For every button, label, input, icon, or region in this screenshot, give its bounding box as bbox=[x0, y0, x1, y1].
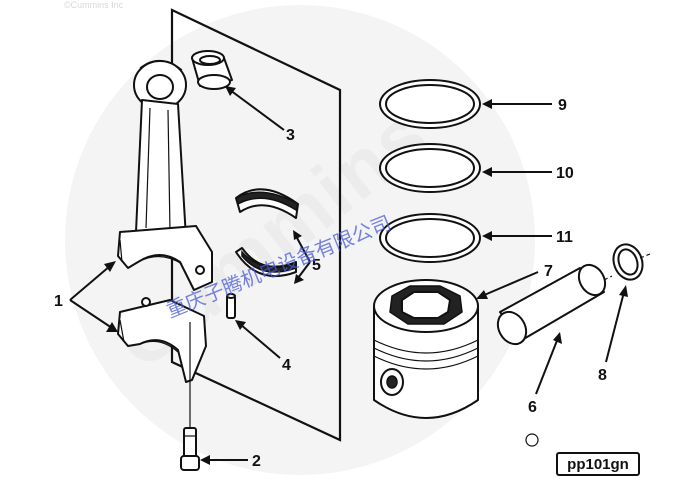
callout-labels: 1 2 3 4 5 6 7 8 9 10 11 bbox=[54, 97, 607, 470]
ring-10-inner bbox=[385, 148, 475, 188]
piston-pin bbox=[496, 263, 613, 346]
callout-10: 10 bbox=[556, 165, 574, 182]
arrowhead-8 bbox=[619, 285, 628, 297]
piston-ring-oil bbox=[379, 213, 481, 263]
rod-bolt-hole bbox=[195, 265, 205, 275]
arrowhead-9 bbox=[482, 99, 492, 109]
retaining-ring-inner bbox=[617, 248, 639, 276]
connecting-rod bbox=[117, 59, 213, 291]
arrowhead-11 bbox=[482, 231, 492, 241]
rod-bolt bbox=[180, 322, 200, 471]
piston-ring-groove-1 bbox=[373, 339, 479, 354]
piston-ring-groove-3 bbox=[373, 355, 479, 370]
callout-5: 5 bbox=[312, 257, 321, 274]
piston-ring-second bbox=[379, 143, 481, 193]
bushing-bottom bbox=[197, 74, 231, 90]
figure-id-badge: pp101gn bbox=[556, 452, 640, 476]
callout-arrows bbox=[69, 86, 628, 465]
copyright-watermark: ©Cummins Inc bbox=[64, 0, 124, 10]
piston-pin-far-end bbox=[577, 263, 607, 297]
piston bbox=[373, 279, 479, 419]
arrowhead-5-lower bbox=[294, 274, 304, 284]
upper-bearing-shell-face bbox=[235, 191, 299, 212]
callout-2: 2 bbox=[252, 453, 261, 470]
rod-beam-rib bbox=[145, 107, 151, 229]
callout-7: 7 bbox=[544, 263, 553, 280]
dowel-pin bbox=[226, 293, 236, 319]
arrowhead-10 bbox=[482, 167, 492, 177]
rod-cap bbox=[117, 297, 207, 383]
arrow-7 bbox=[481, 271, 539, 297]
arrow-1-lower bbox=[69, 299, 113, 329]
callout-1: 1 bbox=[54, 293, 63, 310]
piston-bowl-inner bbox=[401, 291, 451, 319]
piston-ring-top bbox=[379, 79, 481, 129]
arrow-5-upper bbox=[295, 235, 311, 263]
registered-mark-icon bbox=[525, 433, 539, 447]
ring-11-inner bbox=[385, 218, 475, 258]
arrow-5-lower bbox=[297, 261, 311, 279]
bolt-shank bbox=[183, 427, 197, 459]
arrowhead-1-lower bbox=[106, 322, 118, 332]
arrow-1-upper bbox=[69, 265, 111, 301]
dowel-pin-top bbox=[226, 293, 236, 299]
callout-3: 3 bbox=[286, 127, 295, 144]
pin-axis-dash bbox=[603, 275, 613, 281]
arrowhead-3 bbox=[225, 86, 236, 96]
arrowhead-1-upper bbox=[104, 261, 116, 272]
arrow-6 bbox=[535, 337, 559, 395]
arrow-3 bbox=[229, 89, 285, 131]
rod-cap-bolt-hole bbox=[141, 297, 151, 307]
callout-6: 6 bbox=[528, 399, 537, 416]
callout-11: 11 bbox=[556, 229, 573, 246]
ring-axis-dash bbox=[639, 253, 651, 259]
callout-4: 4 bbox=[282, 357, 291, 374]
rod-big-end-bore bbox=[137, 255, 183, 265]
rod-beam-rib-2 bbox=[167, 109, 171, 233]
arrowhead-7 bbox=[476, 290, 488, 299]
rod-cap-face bbox=[119, 319, 125, 343]
arrowhead-4 bbox=[235, 320, 246, 330]
rod-beam bbox=[135, 99, 187, 239]
rod-small-end-bore bbox=[146, 74, 174, 100]
piston-pin-bore-inner bbox=[386, 375, 398, 389]
callout-8: 8 bbox=[598, 367, 607, 384]
rod-small-end-edge bbox=[139, 59, 183, 71]
arrow-8 bbox=[605, 291, 625, 363]
arrowhead-2 bbox=[200, 455, 210, 465]
piston-pin-end bbox=[496, 310, 528, 346]
lower-bearing-shell-face bbox=[241, 250, 297, 273]
arrowhead-5-upper bbox=[293, 230, 302, 240]
arrowhead-6 bbox=[553, 332, 562, 344]
bearing-shells bbox=[235, 188, 299, 277]
rod-cap-bore bbox=[139, 340, 179, 353]
rod-big-end-face bbox=[119, 239, 123, 263]
ring-9-inner bbox=[385, 84, 475, 124]
rod-bushing bbox=[191, 50, 233, 90]
arrow-4 bbox=[239, 323, 281, 359]
retaining-ring bbox=[612, 243, 651, 281]
piston-ring-groove-2 bbox=[373, 347, 479, 362]
callout-9: 9 bbox=[558, 97, 567, 114]
bolt-head bbox=[180, 455, 200, 471]
bushing-bore bbox=[199, 55, 221, 65]
